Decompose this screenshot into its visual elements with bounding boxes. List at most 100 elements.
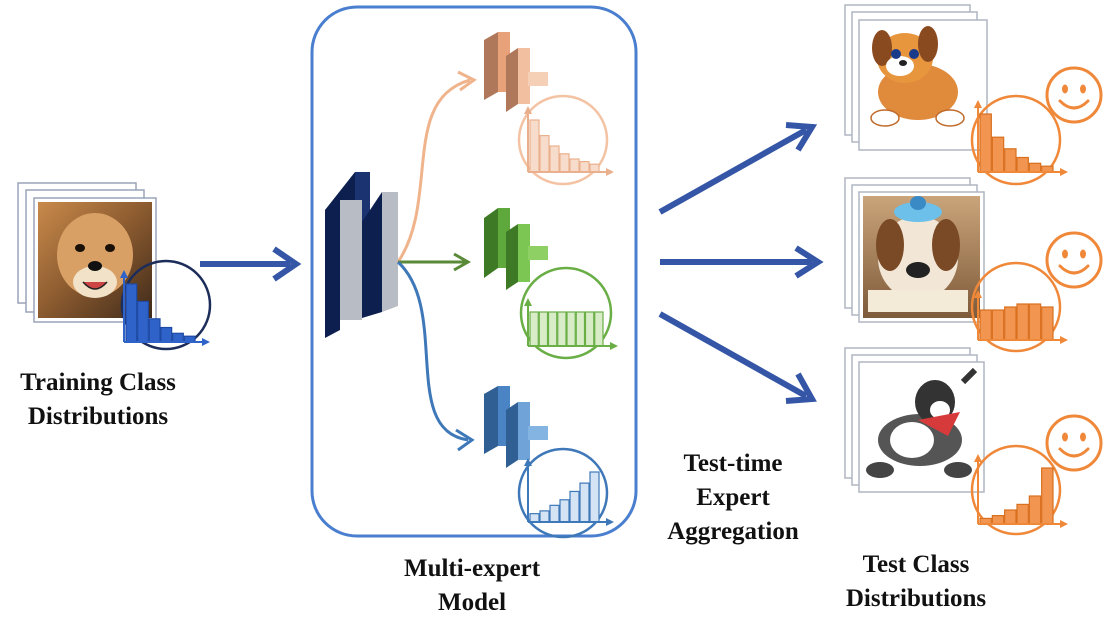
hist-bar — [1028, 303, 1042, 341]
hist-y-arrowhead — [524, 106, 532, 114]
hist-bar — [559, 499, 570, 523]
hist-bar — [979, 113, 992, 173]
hist-bar — [579, 161, 590, 173]
branch-arrow-forward-expert — [396, 70, 477, 263]
hist-circle — [517, 94, 609, 186]
hist-bar — [594, 311, 604, 347]
hist-x-arrowhead — [202, 338, 210, 346]
expert-backward-histogram — [517, 447, 614, 539]
hist-bar — [557, 311, 567, 347]
hist-bar — [148, 318, 161, 343]
multi-expert-model-label: Multi-expert Model — [372, 552, 572, 620]
test-distributions-label: Test Class Distributions — [818, 548, 1014, 616]
hist-x-arrowhead — [1060, 168, 1068, 176]
hist-bar — [160, 326, 173, 343]
test-time-aggregation-label: Test-time Expert Aggregation — [638, 447, 828, 549]
hist-bar — [566, 311, 576, 347]
smiley-icon — [1045, 66, 1103, 124]
hist-bar — [1028, 162, 1042, 173]
hist-bar — [549, 504, 560, 523]
label-line: Expert — [696, 484, 770, 511]
cartoon-border-collie-icon — [866, 367, 978, 478]
hist-bar — [979, 309, 992, 341]
hist-bar — [589, 471, 600, 523]
hist-x-arrowhead — [610, 342, 618, 350]
label-line: Multi-expert — [403, 555, 541, 582]
hist-bar — [569, 490, 580, 523]
hist-bar — [538, 311, 549, 347]
expert-backward-block — [484, 386, 548, 468]
expert-forward-histogram — [517, 94, 614, 186]
hist-x-arrowhead — [606, 518, 614, 526]
label-line: Aggregation — [667, 518, 799, 545]
hist-circle — [970, 94, 1062, 186]
hist-bar — [529, 119, 540, 173]
hist-bar — [559, 153, 570, 173]
branch-arrow-backward-expert — [396, 260, 475, 452]
label-line: Test-time — [683, 450, 783, 477]
hist-bar — [584, 311, 595, 347]
label-line: Model — [437, 589, 507, 616]
shared-backbone — [325, 172, 398, 338]
hist-bar — [1041, 467, 1054, 525]
training-distributions-label: Training Class Distributions — [0, 366, 196, 434]
label-line: Training Class — [20, 369, 176, 396]
hist-bar — [1004, 509, 1017, 525]
expert-uniform-block — [484, 208, 548, 290]
test-uniform-histogram — [970, 261, 1068, 353]
hist-circle — [517, 447, 609, 539]
hist-bar — [589, 163, 600, 173]
expert-uniform-histogram — [519, 266, 618, 360]
hist-circle — [120, 259, 212, 351]
hist-bar — [991, 309, 1005, 341]
hist-bar — [575, 311, 586, 347]
hist-bar — [579, 482, 590, 523]
cartoon-dog-icon — [870, 26, 965, 127]
hist-bar — [539, 135, 550, 173]
hist-circle — [519, 266, 613, 360]
hist-y-arrowhead — [524, 458, 532, 466]
hist-bar — [1016, 503, 1029, 525]
hist-x-arrowhead — [606, 168, 614, 176]
training-histogram — [120, 259, 212, 351]
hist-y-arrowhead — [524, 298, 532, 306]
dog-photo-icon — [38, 202, 152, 318]
arrow-to-forward-test — [658, 122, 818, 215]
hist-bar — [1016, 156, 1029, 173]
model-box — [310, 5, 638, 538]
label-line: Distributions — [845, 585, 987, 612]
smiley-icon — [1045, 231, 1103, 289]
hist-bar — [125, 283, 138, 343]
hist-bar — [1041, 306, 1054, 341]
hist-bar — [539, 510, 550, 523]
training-image-stack — [17, 182, 157, 323]
hist-bar — [172, 332, 184, 343]
smiley-icon — [1045, 414, 1103, 472]
hist-bar — [549, 145, 560, 173]
hist-y-arrowhead — [974, 290, 982, 298]
hist-bar — [529, 513, 540, 523]
hist-bar — [1028, 495, 1042, 525]
test-image-stack-uniform — [844, 177, 985, 323]
test-backward-histogram — [970, 444, 1068, 536]
hist-bar — [137, 300, 149, 343]
hist-circle — [970, 444, 1062, 536]
hist-bar — [991, 514, 1005, 525]
arrow-to-backward-test — [658, 311, 817, 404]
label-line: Test Class — [862, 551, 970, 578]
arrow-to-uniform-test — [660, 245, 824, 279]
hist-bar — [547, 311, 558, 347]
hist-bar — [991, 136, 1005, 173]
hist-bar — [1004, 306, 1017, 341]
arrow-training-to-model — [200, 246, 302, 282]
hist-bar — [1004, 148, 1017, 173]
hist-y-arrowhead — [974, 100, 982, 108]
hist-y-arrowhead — [120, 270, 128, 278]
hist-y-arrowhead — [974, 454, 982, 462]
expert-forward-block — [484, 32, 548, 112]
branch-arrow-uniform-expert — [398, 252, 472, 272]
hist-x-arrowhead — [1060, 520, 1068, 528]
test-forward-histogram — [970, 94, 1068, 186]
label-line: Distributions — [27, 403, 169, 430]
